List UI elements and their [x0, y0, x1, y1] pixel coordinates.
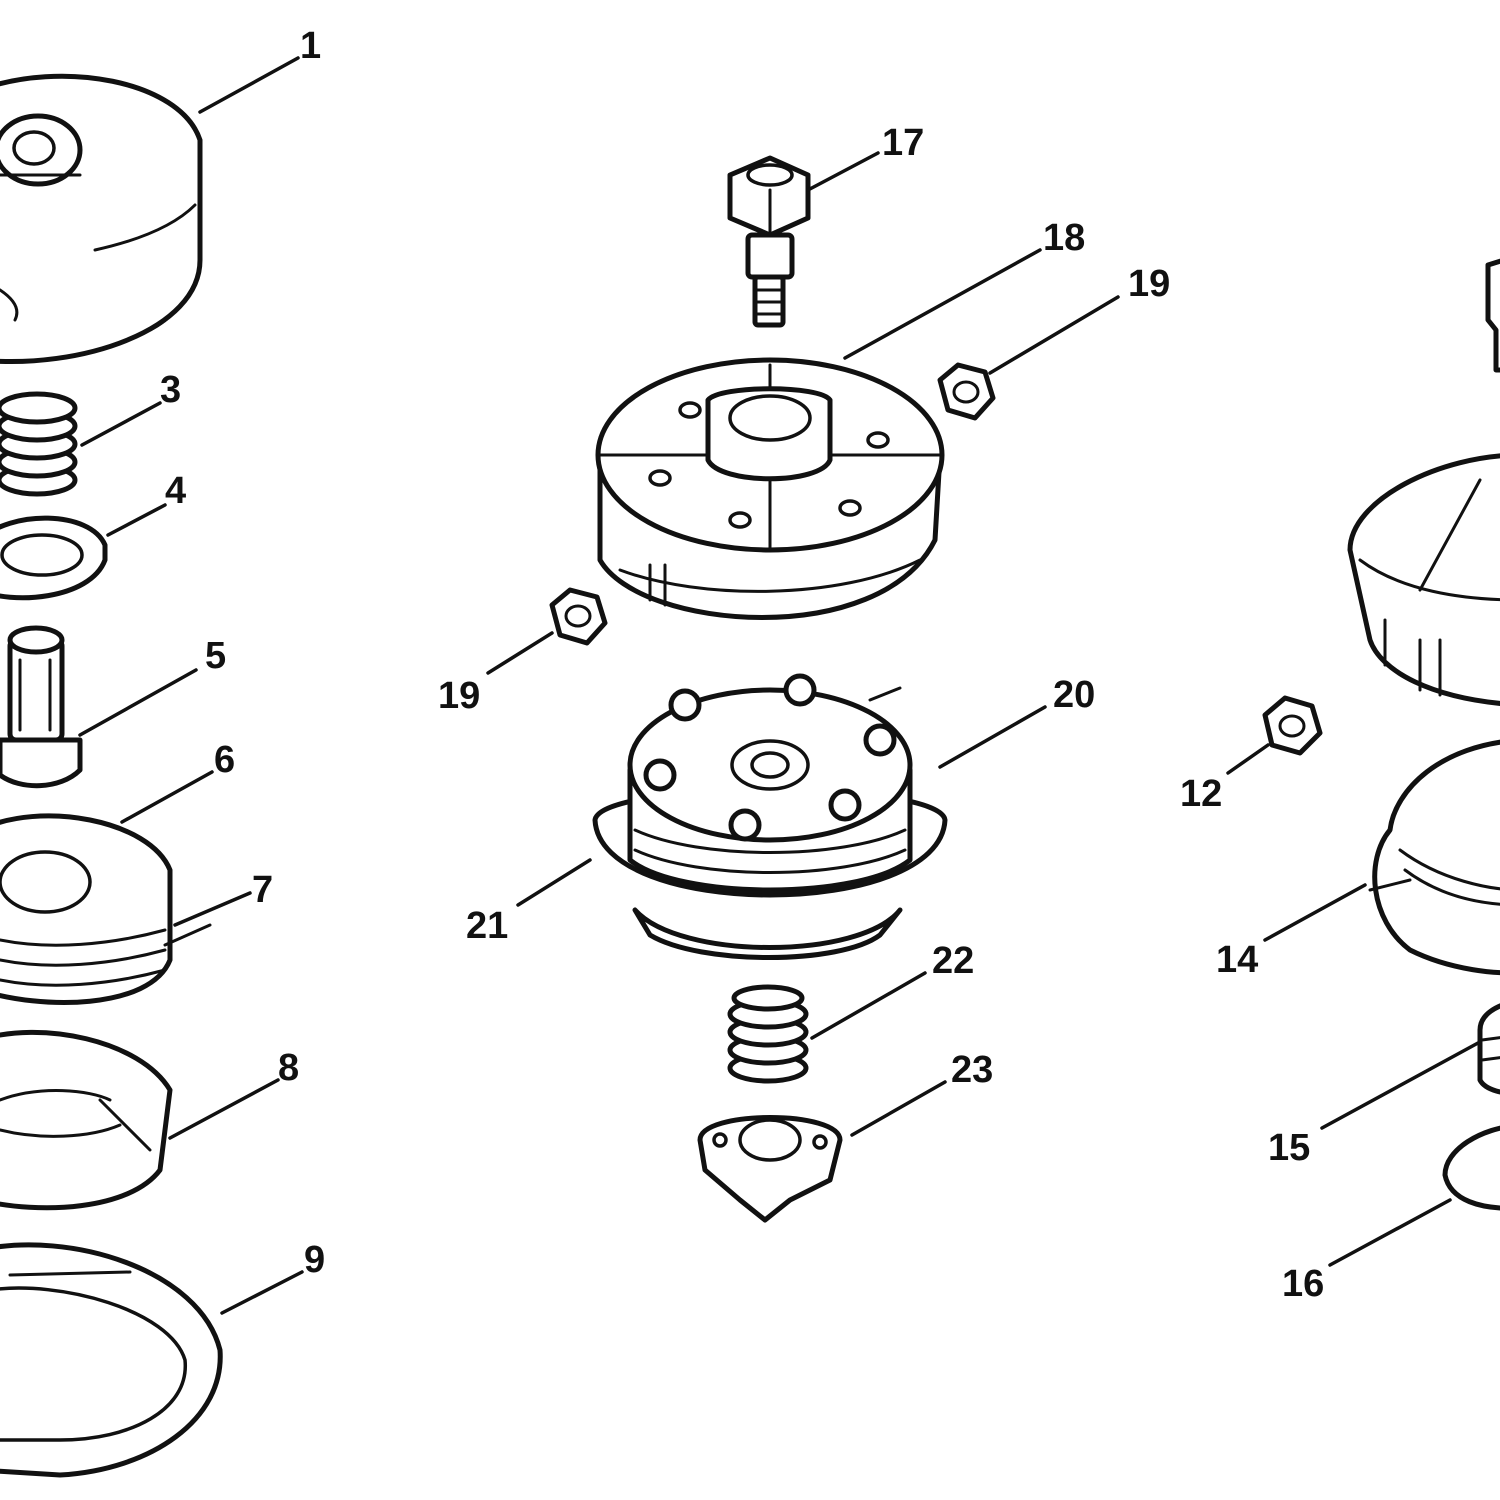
callout-5: 5: [205, 635, 226, 677]
part-22-spring: [727, 984, 809, 1084]
part-19-nut-lower: [549, 587, 608, 646]
part-12-nut: [1262, 695, 1323, 756]
callout-1: 1: [300, 25, 321, 67]
part-3-spring: [0, 391, 78, 497]
part-23-button: [697, 1115, 843, 1223]
callout-16: 16: [1282, 1263, 1324, 1305]
right-upper-housing-cropped: [1347, 453, 1500, 706]
leader-lines: [78, 56, 1480, 1315]
callout-8: 8: [278, 1047, 299, 1089]
callout-22: 22: [932, 940, 974, 982]
callout-17: 17: [882, 122, 924, 164]
callout-19-upper: 19: [1128, 263, 1170, 305]
callout-23: 23: [951, 1049, 993, 1091]
callout-7: 7: [252, 869, 273, 911]
part-20-lower-housing: [592, 673, 948, 960]
part-18-upper-housing: [595, 357, 945, 620]
part-17-bolt: [727, 155, 811, 328]
right-bolt-cropped: [1485, 258, 1500, 373]
callout-19-lower: 19: [438, 675, 480, 717]
callout-9: 9: [304, 1239, 325, 1281]
right-lower-housing-cropped: [1368, 739, 1500, 976]
callout-12: 12: [1180, 773, 1222, 815]
part-9-ring: [0, 1242, 223, 1478]
part-8-housing: [0, 1029, 173, 1211]
callout-21: 21: [466, 905, 508, 947]
callout-14: 14: [1216, 939, 1258, 981]
callout-20: 20: [1053, 674, 1095, 716]
right-button-cropped: [1442, 1125, 1500, 1211]
part-4-washer: [0, 515, 108, 601]
part-6-spool: [0, 813, 212, 1005]
callout-4: 4: [165, 470, 186, 512]
callout-3: 3: [160, 369, 181, 411]
part-5-shaft: [0, 625, 83, 789]
callout-6: 6: [214, 739, 235, 781]
right-spring-cropped: [1477, 1003, 1500, 1095]
part-19-nut-upper: [937, 362, 996, 421]
callout-18: 18: [1043, 217, 1085, 259]
callout-15: 15: [1268, 1127, 1310, 1169]
part-1-cover: [0, 73, 203, 365]
